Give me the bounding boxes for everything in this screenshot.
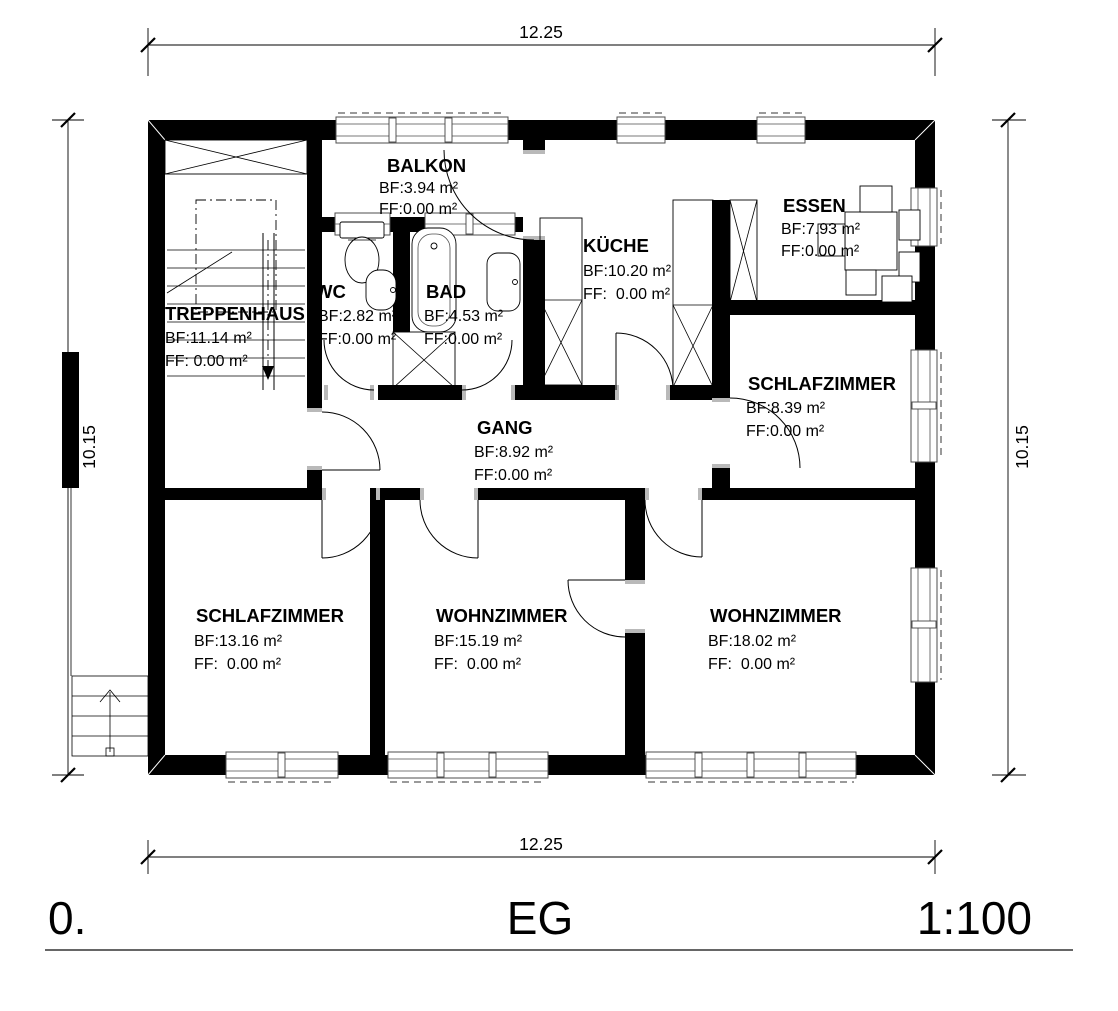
- room-name: GANG: [477, 417, 533, 438]
- room-label-gang: GANG BF:8.92 m² FF:0.00 m²: [474, 417, 554, 484]
- essen-shaft: [729, 199, 758, 303]
- room-ff: FF:0.00 m²: [318, 331, 397, 348]
- doors: [321, 149, 801, 638]
- window-schlafzimmer-bottom: [225, 751, 339, 783]
- room-bf: BF:7.93 m²: [781, 221, 861, 238]
- wc-sink-fixture: [365, 269, 397, 311]
- room-name: WOHNZIMMER: [710, 605, 842, 626]
- dimension-right-value: 10.15: [1012, 425, 1032, 469]
- room-bf: BF:15.19 m²: [434, 633, 523, 650]
- door-wc: [323, 339, 375, 391]
- room-ff: FF:0.00 m²: [424, 331, 503, 348]
- room-bf: BF:8.92 m²: [474, 444, 554, 461]
- title-block: 0. EG 1:100: [45, 892, 1073, 951]
- room-label-bad: BAD BF:4.53 m² FF:0.00 m²: [424, 281, 504, 348]
- window-wohnzimmer-right-wall: [910, 567, 942, 683]
- dimension-left-value: 10.15: [79, 425, 99, 469]
- dimension-right: 10.15: [992, 112, 1032, 783]
- entry-stairs: [71, 675, 149, 757]
- room-ff: FF: 0.00 m²: [708, 656, 796, 673]
- window-kueche: [616, 112, 666, 144]
- stair-direction-arrow: [262, 366, 274, 380]
- door-wohnzimmer-mid: [419, 499, 479, 559]
- room-bf: BF:18.02 m²: [708, 633, 797, 650]
- room-name: KÜCHE: [583, 235, 649, 256]
- room-ff: FF:0.00 m²: [379, 201, 458, 218]
- room-ff: FF:0.00 m²: [746, 423, 825, 440]
- room-label-kueche: KÜCHE BF:10.20 m² FF: 0.00 m²: [583, 235, 672, 303]
- room-label-wohnzimmer-mid: WOHNZIMMER BF:15.19 m² FF: 0.00 m²: [434, 605, 568, 673]
- dining-set: [817, 185, 921, 303]
- door-schlafzimmer-right: [729, 397, 801, 469]
- door-wohnzimmer-right: [644, 499, 703, 558]
- bath-shaft: [392, 331, 456, 389]
- dimension-bottom: 12.25: [140, 834, 943, 874]
- title-floor-index: 0.: [48, 892, 86, 944]
- kitchen-counter-left: [539, 217, 583, 386]
- title-scale: 1:100: [917, 892, 1032, 944]
- room-ff: FF: 0.00 m²: [583, 286, 671, 303]
- room-name: BALKON: [387, 155, 466, 176]
- room-label-schlafzimmer-right: SCHLAFZIMMER BF:8.39 m² FF:0.00 m²: [746, 373, 896, 440]
- room-ff: FF: 0.00 m²: [434, 656, 522, 673]
- stair-top-shaft: [164, 139, 308, 175]
- window-wohnzimmer-right: [645, 751, 857, 783]
- room-label-treppenhaus: TREPPENHAUS BF:11.14 m² FF: 0.00 m²: [165, 303, 305, 370]
- interior-walls: [165, 120, 935, 775]
- entry-direction-arrow: [99, 689, 121, 703]
- room-label-wc: WC BF:2.82 m² FF:0.00 m²: [315, 281, 398, 348]
- shafts: [164, 139, 758, 389]
- bad-sink-fixture: [486, 252, 521, 312]
- door-treppenhaus-gang: [321, 411, 381, 471]
- door-kueche: [615, 332, 674, 391]
- room-name: SCHLAFZIMMER: [748, 373, 896, 394]
- room-label-balkon: BALKON BF:3.94 m² FF:0.00 m²: [379, 155, 466, 218]
- dimension-left: 10.15: [52, 112, 99, 783]
- room-bf: BF:11.14 m²: [165, 330, 253, 347]
- window-wohnzimmer-mid: [387, 751, 549, 783]
- room-ff: FF: 0.00 m²: [165, 353, 248, 370]
- room-bf: BF:4.53 m²: [424, 308, 504, 325]
- door-jamb-caps: [307, 150, 730, 633]
- room-name: BAD: [426, 281, 466, 302]
- room-bf: BF:10.20 m²: [583, 263, 672, 280]
- kitchen-counter-right: [672, 199, 714, 388]
- dimension-top: 12.25: [140, 22, 943, 76]
- room-bf: BF:2.82 m²: [318, 308, 398, 325]
- window-essen-top: [756, 112, 806, 144]
- title-floor-label: EG: [507, 892, 573, 944]
- room-ff: FF:0.00 m²: [474, 467, 553, 484]
- room-label-schlafzimmer-bottom: SCHLAFZIMMER BF:13.16 m² FF: 0.00 m²: [194, 605, 344, 673]
- room-name: TREPPENHAUS: [165, 303, 305, 324]
- door-schlafzimmer-bottom: [321, 499, 381, 559]
- window-balkon: [335, 112, 509, 144]
- porch-wall: [62, 352, 79, 676]
- room-name: ESSEN: [783, 195, 846, 216]
- door-balkon: [443, 149, 535, 241]
- room-label-wohnzimmer-right: WOHNZIMMER BF:18.02 m² FF: 0.00 m²: [708, 605, 842, 673]
- staircase: [166, 199, 305, 390]
- bathtub-fixture: [411, 227, 457, 333]
- fixtures: [339, 185, 921, 333]
- room-name: WOHNZIMMER: [436, 605, 568, 626]
- toilet-fixture: [339, 221, 385, 284]
- room-bf: BF:3.94 m²: [379, 180, 459, 197]
- room-label-essen: ESSEN BF:7.93 m² FF:0.00 m²: [781, 195, 861, 260]
- room-bf: BF:13.16 m²: [194, 633, 283, 650]
- room-name: WC: [315, 281, 346, 302]
- room-bf: BF:8.39 m²: [746, 400, 826, 417]
- window-schlafzimmer-right: [910, 349, 942, 463]
- door-between-wohnzimmer: [567, 579, 626, 638]
- room-ff: FF:0.00 m²: [781, 243, 860, 260]
- dimension-top-value: 12.25: [519, 22, 563, 42]
- dimension-bottom-value: 12.25: [519, 834, 563, 854]
- room-name: SCHLAFZIMMER: [196, 605, 344, 626]
- door-bad: [461, 339, 513, 391]
- room-ff: FF: 0.00 m²: [194, 656, 282, 673]
